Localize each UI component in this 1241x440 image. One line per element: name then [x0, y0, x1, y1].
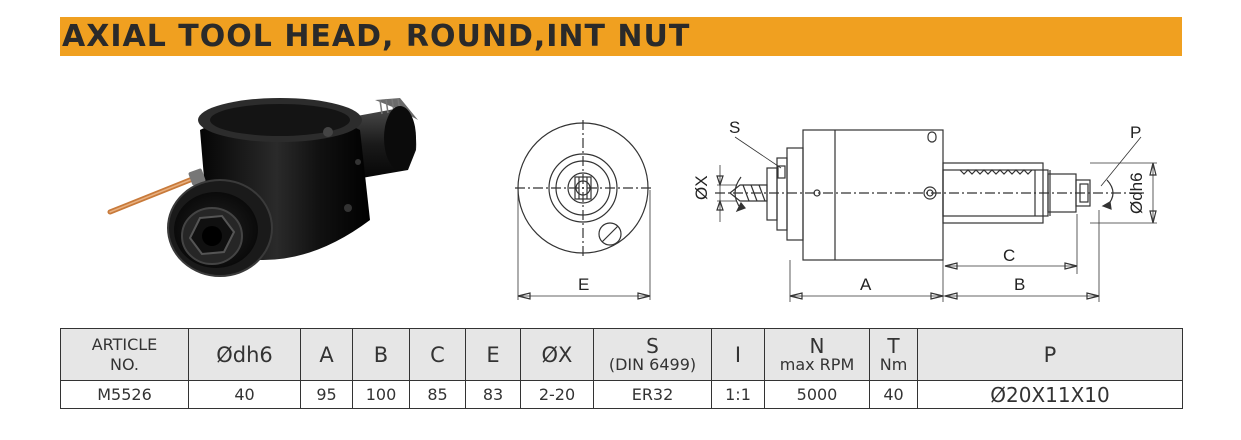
cell-article: M5526 [60, 380, 189, 409]
header-c: C [409, 328, 466, 381]
label-c: C [1003, 246, 1016, 265]
end-view [515, 120, 651, 300]
header-s: S (DIN 6499) [593, 328, 712, 381]
technical-drawing [515, 120, 1157, 302]
header-article: ARTICLE NO. [60, 328, 189, 381]
header-odh6: Ødh6 [188, 328, 301, 381]
side-view [715, 129, 1157, 302]
table-row: M5526 40 95 100 85 83 2-20 ER32 1:1 5000… [60, 380, 1183, 409]
cell-t: 40 [869, 380, 918, 409]
spec-table: ARTICLE NO. Ødh6 A B C E ØX S (DIN 6499)… [60, 328, 1183, 409]
header-t: T Nm [869, 328, 918, 381]
cell-ox: 2-20 [520, 380, 594, 409]
page-title: AXIAL TOOL HEAD, ROUND,INT NUT [62, 19, 691, 54]
cell-c: 85 [409, 380, 466, 409]
header-e: E [465, 328, 521, 381]
header-b: B [352, 328, 410, 381]
product-photo [107, 98, 418, 277]
header-i: I [711, 328, 765, 381]
label-e: E [578, 275, 590, 294]
cell-e: 83 [465, 380, 521, 409]
cell-odh6: 40 [188, 380, 301, 409]
cell-i: 1:1 [711, 380, 765, 409]
label-s: S [729, 118, 741, 137]
front-collet-nut [167, 179, 273, 277]
cell-n: 5000 [764, 380, 870, 409]
header-ox: ØX [520, 328, 594, 381]
label-ox: ØX [692, 175, 711, 200]
title-banner: AXIAL TOOL HEAD, ROUND,INT NUT [60, 17, 1182, 56]
table-header-row: ARTICLE NO. Ødh6 A B C E ØX S (DIN 6499)… [60, 328, 1183, 381]
cell-a: 95 [300, 380, 353, 409]
header-n: N max RPM [764, 328, 870, 381]
label-b: B [1014, 275, 1026, 294]
cell-p: Ø20X11X10 [917, 380, 1183, 409]
cell-b: 100 [352, 380, 410, 409]
header-a: A [300, 328, 353, 381]
label-odh6: Ødh6 [1127, 172, 1146, 214]
cell-s: ER32 [593, 380, 712, 409]
coolant-pipe [107, 168, 206, 215]
label-a: A [860, 275, 872, 294]
header-p: P [917, 328, 1183, 381]
label-p: P [1130, 123, 1142, 142]
